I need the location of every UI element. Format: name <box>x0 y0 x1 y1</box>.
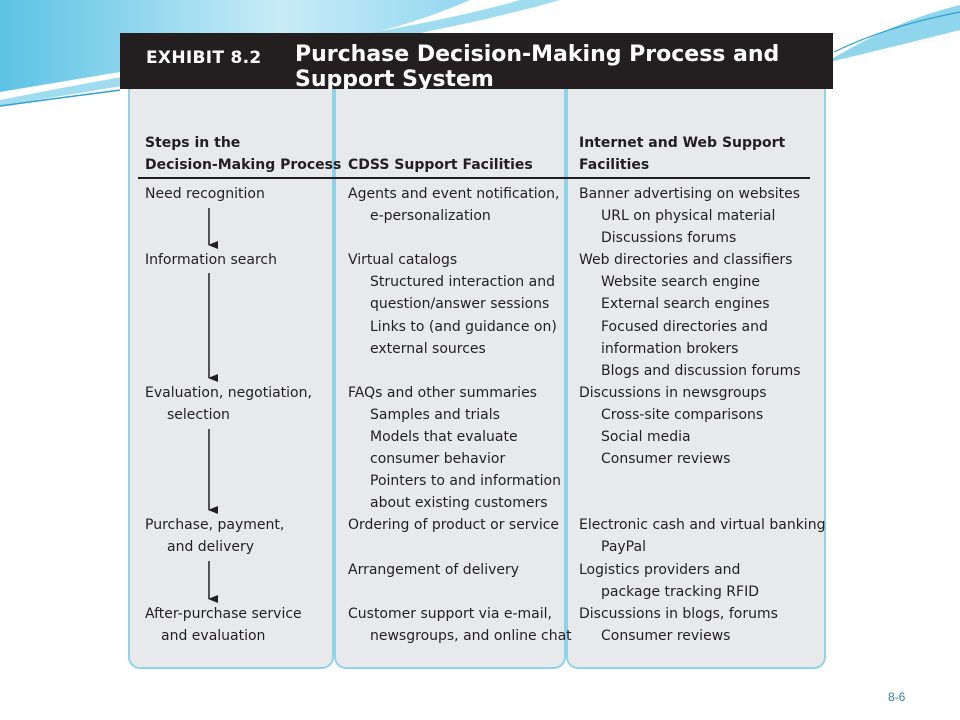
cdss-item: question/answer sessions <box>370 296 550 312</box>
cdss-item: about existing customers <box>370 495 548 511</box>
cdss-item: Structured interaction and <box>370 274 555 290</box>
web-item: URL on physical material <box>601 208 776 224</box>
web-header-line-1: Internet and Web Support <box>579 135 786 151</box>
exhibit-header: EXHIBIT 8.2 Purchase Decision-Making Pro… <box>120 33 833 92</box>
header-rule <box>138 177 810 179</box>
web-item: Electronic cash and virtual banking <box>579 517 826 533</box>
cdss-item: Samples and trials <box>370 407 500 423</box>
cdss-item: consumer behavior <box>370 451 506 467</box>
step-need-recognition: Need recognition <box>145 186 265 202</box>
flow-arrows <box>208 208 218 603</box>
cdss-item: Agents and event notification, <box>348 186 560 202</box>
web-item: PayPal <box>601 539 646 555</box>
cdss-item: Models that evaluate <box>370 429 518 445</box>
web-item: package tracking RFID <box>601 584 759 600</box>
web-item: Cross-site comparisons <box>601 407 764 423</box>
cdss-item: Ordering of product or service <box>348 517 560 533</box>
web-item: Focused directories and <box>601 319 768 335</box>
exhibit-figure: EXHIBIT 8.2 Purchase Decision-Making Pro… <box>120 33 833 671</box>
cdss-item: FAQs and other summaries <box>348 385 537 401</box>
cdss-item: Pointers to and information <box>370 473 561 489</box>
cdss-item: newsgroups, and online chat <box>370 628 572 644</box>
web-item: Logistics providers and <box>579 562 741 578</box>
web-item: Consumer reviews <box>601 451 731 467</box>
web-item: information brokers <box>601 341 739 357</box>
cdss-item: external sources <box>370 341 486 357</box>
web-item: Blogs and discussion forums <box>601 363 801 379</box>
step-after-purchase-line-2: and evaluation <box>161 628 266 644</box>
web-header-line-2: Facilities <box>579 157 650 173</box>
cdss-header: CDSS Support Facilities <box>348 157 533 173</box>
exhibit-label: EXHIBIT 8.2 <box>146 48 262 68</box>
web-item: Discussions in newsgroups <box>579 385 767 401</box>
page-number: 8-6 <box>888 690 906 704</box>
steps-header-line-1: Steps in the <box>145 135 241 151</box>
step-after-purchase-line-1: After-purchase service <box>145 606 302 622</box>
web-item: Web directories and classifiers <box>579 252 793 268</box>
exhibit-title: Purchase Decision-Making Process and Sup… <box>295 42 780 92</box>
cdss-column <box>334 89 566 669</box>
web-item: External search engines <box>601 296 770 312</box>
web-support-column <box>566 89 826 669</box>
web-item: Website search engine <box>601 274 760 290</box>
step-purchase-line-2: and delivery <box>167 539 255 555</box>
step-information-search: Information search <box>145 252 277 268</box>
cdss-item: Virtual catalogs <box>348 252 458 268</box>
web-item: Banner advertising on websites <box>579 186 801 202</box>
web-item: Discussions forums <box>601 230 737 246</box>
step-evaluation-line-1: Evaluation, negotiation, <box>145 385 312 401</box>
cdss-item: Links to (and guidance on) <box>370 319 557 335</box>
cdss-item: Customer support via e-mail, <box>348 606 552 622</box>
cdss-item: Arrangement of delivery <box>348 562 520 578</box>
steps-column <box>128 89 334 669</box>
step-evaluation-line-2: selection <box>167 407 230 423</box>
web-item: Consumer reviews <box>601 628 731 644</box>
cdss-item: e-personalization <box>370 208 491 224</box>
web-item: Social media <box>601 429 691 445</box>
steps-header-line-2: Decision-Making Process <box>145 157 342 173</box>
step-purchase-line-1: Purchase, payment, <box>145 517 285 533</box>
web-item: Discussions in blogs, forums <box>579 606 778 622</box>
